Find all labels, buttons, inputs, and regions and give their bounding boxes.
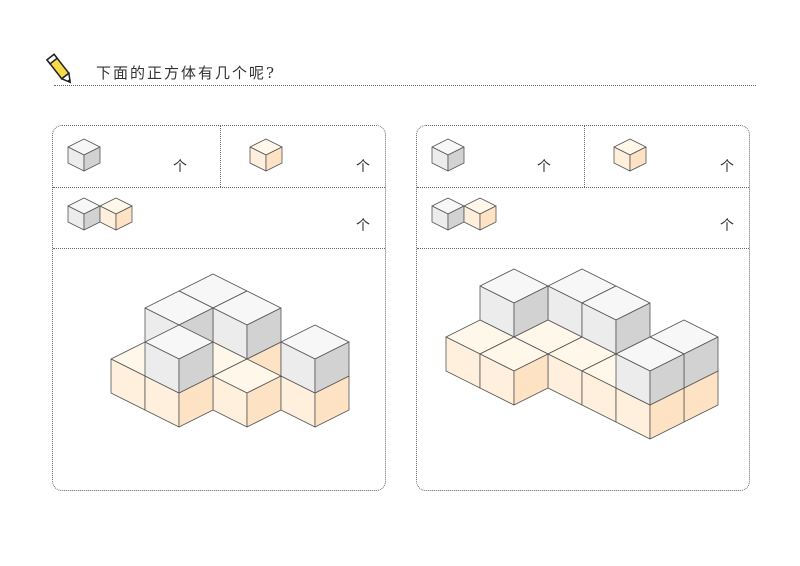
cube-right-face — [314, 341, 350, 394]
cube-stack-figure — [417, 248, 749, 492]
cube-right-face — [178, 341, 214, 394]
count-row-combined: 个 — [417, 187, 749, 249]
header-underline — [54, 85, 756, 86]
peach-cube-icon — [463, 197, 497, 231]
cube-right-face — [83, 146, 101, 172]
white-cube-icon — [431, 197, 465, 231]
count-row-single: 个 个 — [417, 126, 749, 188]
worksheet-header: 下面的正方体有几个呢? — [40, 50, 756, 90]
cube-right-face — [479, 205, 497, 231]
cube-stack-figure-svg — [445, 268, 719, 440]
worksheet-title: 下面的正方体有几个呢? — [96, 64, 277, 82]
peach-count-unit: 个 — [720, 159, 734, 175]
peach-cube-icon — [249, 138, 283, 172]
white-count-unit: 个 — [173, 159, 187, 175]
white-cube-icon — [67, 138, 101, 172]
cube-right-face — [115, 205, 133, 231]
white-cube-icon — [67, 197, 101, 231]
cube-right-face — [265, 146, 283, 172]
row-divider — [220, 126, 221, 187]
white-cube-icon — [431, 138, 465, 172]
cube-stack-figure — [53, 248, 385, 492]
peach-count-unit: 个 — [356, 159, 370, 175]
white-count-unit: 个 — [537, 159, 551, 175]
cube-stack-figure-svg — [110, 273, 350, 428]
cube-right-face — [649, 353, 685, 406]
peach-cube-icon — [99, 197, 133, 231]
pencil-icon — [45, 53, 72, 84]
total-count-unit: 个 — [720, 218, 734, 234]
cube-right-face — [629, 146, 647, 172]
question-panel-2: 个 个 个 — [416, 125, 750, 491]
peach-cube-icon — [613, 138, 647, 172]
total-count-unit: 个 — [356, 218, 370, 234]
count-row-single: 个 个 — [53, 126, 385, 188]
count-row-combined: 个 — [53, 187, 385, 249]
cube-right-face — [513, 353, 549, 406]
question-panel-1: 个 个 个 — [52, 125, 386, 491]
cube-right-face — [447, 146, 465, 172]
row-divider — [584, 126, 585, 187]
